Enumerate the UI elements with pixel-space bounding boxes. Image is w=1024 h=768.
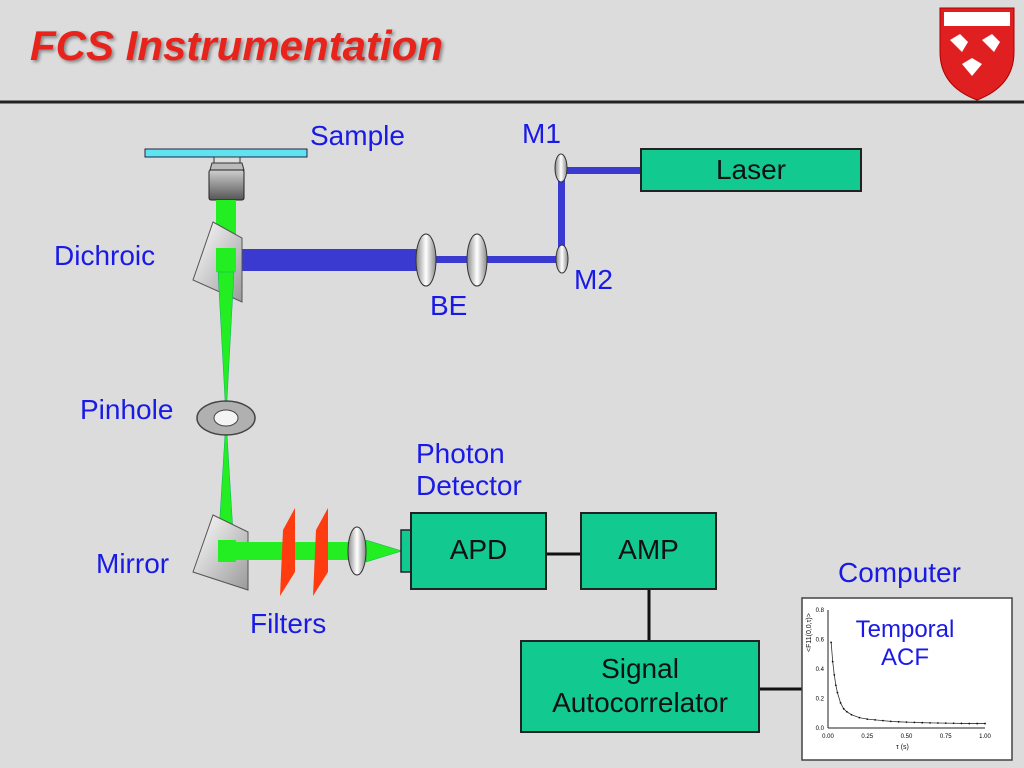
focusing-lens — [347, 526, 367, 576]
signal-line2: Autocorrelator — [552, 686, 728, 718]
sample-label: Sample — [310, 120, 405, 151]
beam-expander-lens-1 — [415, 233, 437, 287]
filter-2 — [313, 508, 328, 596]
acf-y-axis-label: <F11(0,0,τ)> — [806, 613, 813, 652]
emission-cone-upper — [217, 271, 235, 419]
mirror-label: Mirror — [96, 548, 170, 579]
apd-box: APD — [410, 512, 547, 590]
acf-data-point — [833, 674, 836, 676]
acf-x-axis-label: τ (s) — [896, 744, 909, 751]
apd-box-label: APD — [449, 534, 508, 565]
acf-y-tick-label: 0.6 — [816, 638, 825, 644]
acf-x-tick-label: 0.00 — [822, 734, 834, 740]
mirror-m2 — [555, 244, 569, 274]
acf-data-point — [952, 722, 955, 725]
acf-data-point — [834, 684, 837, 687]
m2-label: M2 — [574, 264, 613, 295]
acf-x-tick-label: 0.50 — [901, 734, 913, 740]
temporal-acf-line1: Temporal — [855, 616, 955, 643]
acf-data-point — [845, 710, 848, 713]
pinhole-aperture — [196, 400, 256, 436]
acf-data-point — [889, 720, 892, 723]
filters-label: Filters — [250, 608, 327, 639]
acf-y-tick-label: 0.0 — [816, 726, 825, 732]
pinhole-label: Pinhole — [80, 394, 174, 425]
acf-curve — [830, 642, 985, 724]
computer-screen — [801, 597, 1013, 761]
acf-data-point — [858, 716, 861, 719]
acf-y-tick-label: 0.4 — [816, 667, 825, 673]
beam-expander-lens-2 — [466, 233, 488, 287]
acf-data-point — [874, 718, 876, 721]
acf-data-point — [976, 722, 979, 725]
amp-box: AMP — [580, 512, 717, 590]
acf-x-tick-label: 0.75 — [940, 734, 952, 740]
mirror-m1 — [554, 153, 568, 183]
acf-y-tick-label: 0.2 — [816, 697, 825, 703]
acf-data-point — [897, 720, 900, 723]
laser-box: Laser — [640, 148, 862, 192]
acf-plot: 0.00 0.25 0.50 0.75 1.00 0.0 0.2 0.4 0.6 0.8 — [816, 608, 992, 740]
filter-1 — [280, 508, 295, 596]
focusing-cone — [365, 539, 403, 563]
acf-x-tick-label: 0.25 — [861, 734, 873, 740]
photon-detector-line1: Photon — [416, 438, 505, 469]
acf-data-point — [882, 719, 884, 722]
acf-data-point — [866, 718, 869, 721]
emission-beam-lower — [236, 542, 366, 560]
computer-label: Computer — [838, 557, 961, 588]
university-shield-logo — [939, 7, 1015, 101]
acf-y-tick-label: 0.8 — [816, 608, 825, 614]
be-label: BE — [430, 290, 468, 321]
acf-data-point — [944, 722, 947, 725]
sample-slide — [144, 148, 308, 158]
acf-data-point — [905, 721, 908, 723]
acf-data-point — [830, 641, 833, 644]
temporal-acf-text: Temporal ACF — [846, 616, 964, 671]
photon-detector-line2: Detector — [416, 470, 522, 502]
acf-data-point — [968, 722, 971, 725]
acf-data-point — [929, 721, 931, 724]
acf-data-point — [839, 702, 842, 704]
signal-line1: Signal — [601, 653, 679, 684]
acf-data-point — [842, 707, 845, 710]
acf-data-point — [984, 722, 986, 725]
signal-autocorrelator-box: Signal Autocorrelator — [520, 640, 760, 733]
acf-data-point — [850, 713, 853, 716]
acf-data-point — [960, 722, 963, 725]
acf-data-point — [937, 722, 939, 724]
acf-data-point — [913, 721, 916, 724]
photon-detector-label: Photon Detector — [416, 438, 522, 502]
amp-box-label: AMP — [618, 534, 679, 565]
slide-title: FCS Instrumentation — [30, 22, 444, 69]
m1-label: M1 — [522, 118, 561, 149]
laser-box-label: Laser — [715, 154, 787, 185]
laser-beam — [236, 167, 642, 271]
dichroic-label: Dichroic — [54, 240, 156, 271]
acf-data-point — [921, 721, 924, 724]
acf-x-tick-label: 1.00 — [979, 734, 991, 740]
acf-data-point — [831, 660, 834, 663]
acf-data-point — [836, 691, 839, 694]
objective-lens — [208, 156, 245, 201]
temporal-acf-line2: ACF — [881, 643, 929, 671]
